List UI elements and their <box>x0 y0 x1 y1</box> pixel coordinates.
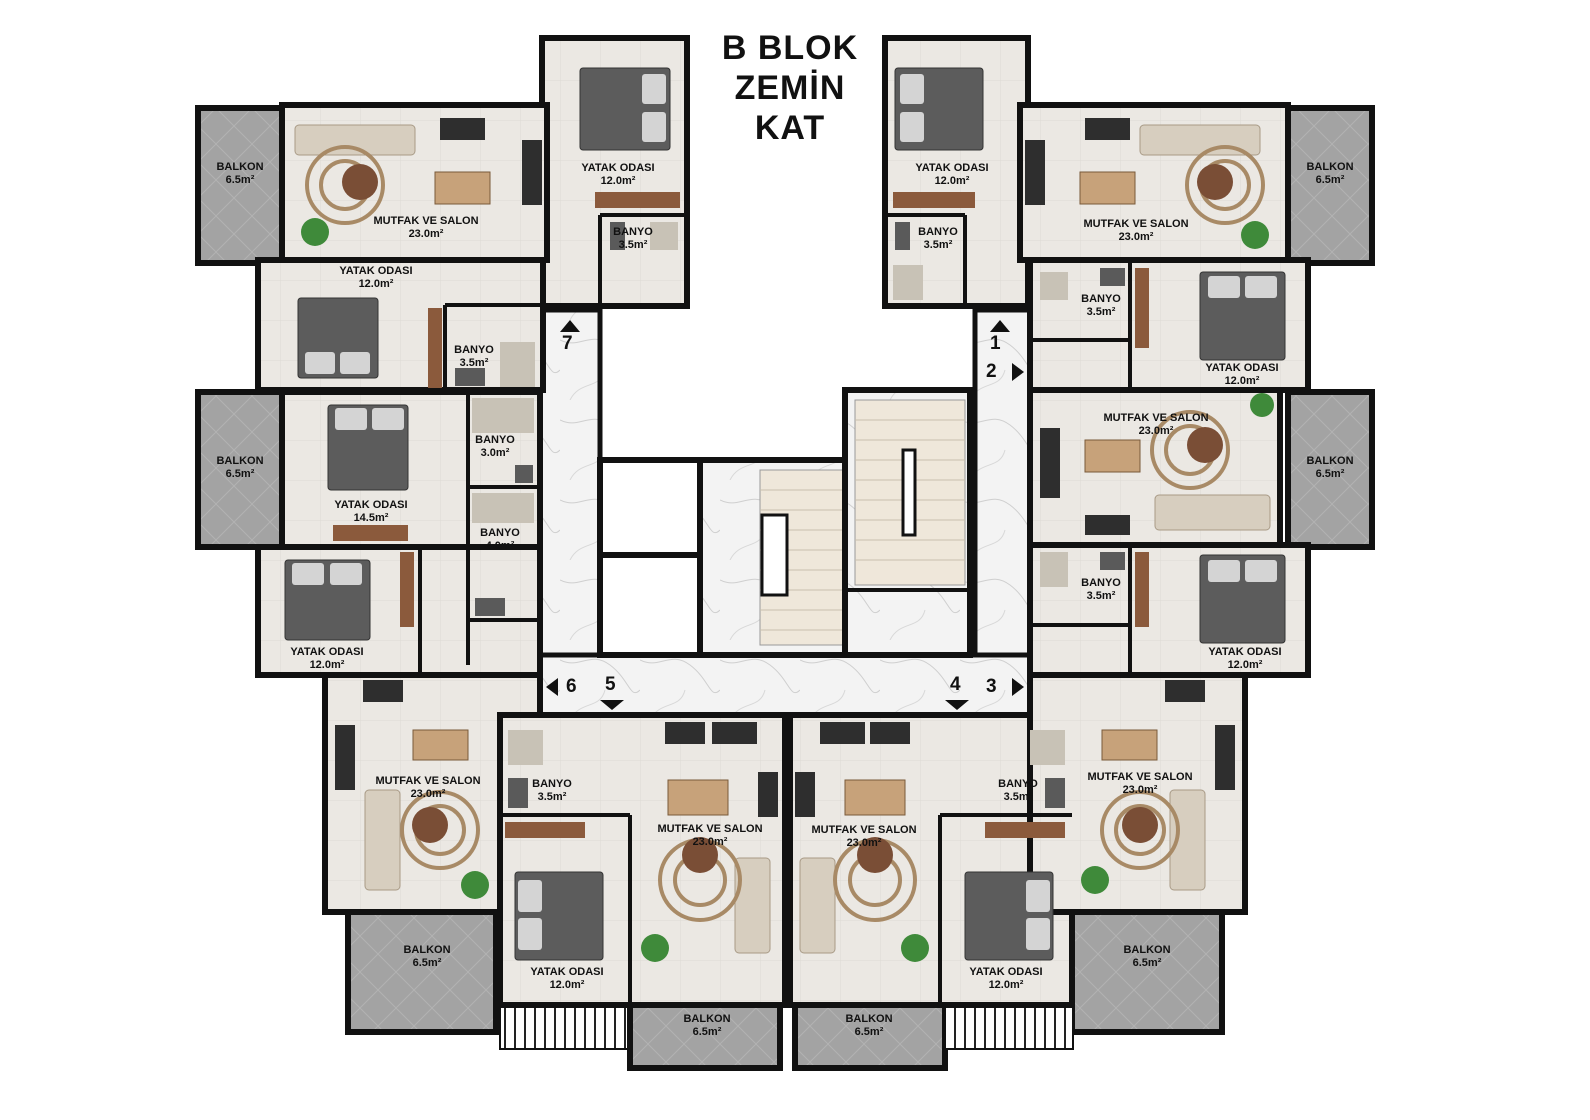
plants <box>301 218 1274 962</box>
entrance-arrow-6 <box>546 678 558 696</box>
entrance-number-4: 4 <box>950 674 961 695</box>
coffee-tables <box>342 164 1233 873</box>
entrance-arrow-5 <box>600 700 624 710</box>
wardrobes <box>333 192 1149 838</box>
entrance-number-1: 1 <box>990 333 1001 354</box>
dining-tables <box>412 171 1158 816</box>
plan-title: B BLOK ZEMİN KAT <box>680 28 900 148</box>
kitchen-counters <box>335 118 1235 817</box>
title-line-2: ZEMİN <box>734 69 846 107</box>
entrance-arrow-1 <box>990 320 1010 332</box>
entrance-number-2: 2 <box>986 361 997 382</box>
entrance-number-7: 7 <box>562 333 573 354</box>
beds <box>284 67 1286 961</box>
partitions <box>418 213 1132 1005</box>
bath-fixtures <box>455 222 1125 808</box>
entrance-arrow-4 <box>945 700 969 710</box>
entrance-arrow-7 <box>560 320 580 332</box>
title-line-1: B BLOK <box>721 29 859 67</box>
entrance-number-6: 6 <box>566 676 577 697</box>
entrance-arrows <box>546 320 1024 710</box>
entrance-number-5: 5 <box>605 674 616 695</box>
stair-core <box>597 387 973 658</box>
entrance-arrow-3 <box>1012 678 1024 696</box>
title-line-3: KAT <box>754 109 826 147</box>
entrance-arrow-2 <box>1012 363 1024 381</box>
balconies <box>195 105 1375 1071</box>
entrance-number-3: 3 <box>986 676 997 697</box>
